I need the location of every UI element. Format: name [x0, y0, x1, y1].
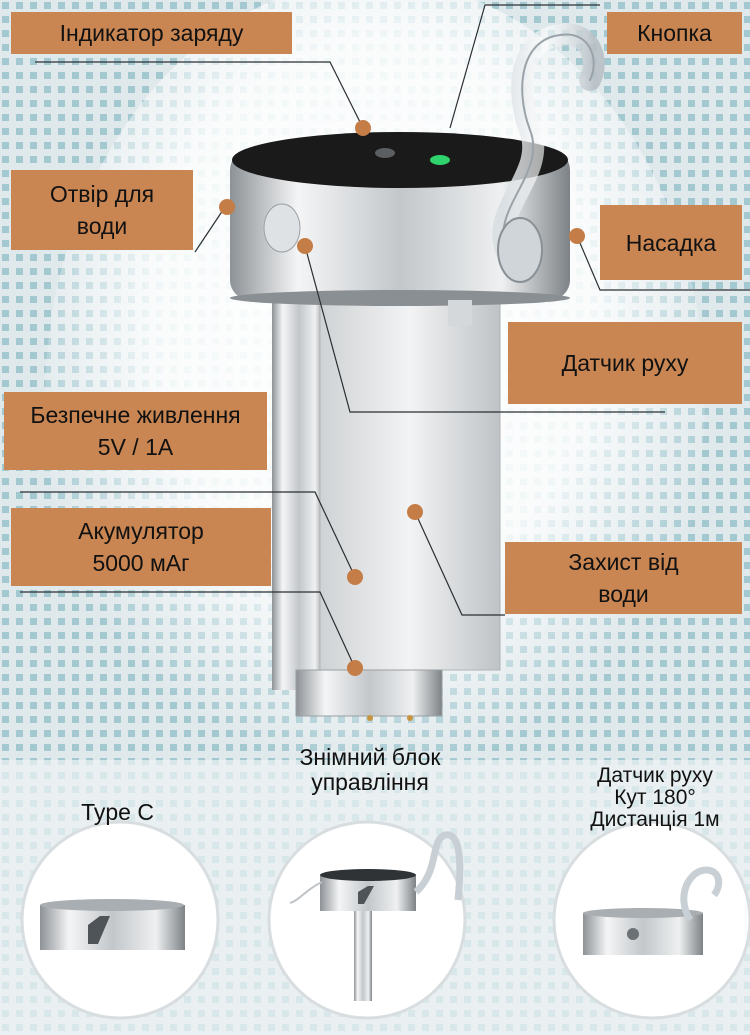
leader-lines [20, 4, 750, 669]
label-charge-indicator: Індикатор заряду [11, 12, 292, 54]
caption-detachable-unit: Знімний блок управління [299, 744, 441, 795]
label-water-hole: Отвір для води [11, 170, 193, 250]
caption-type-c: Type C [81, 799, 154, 825]
detail-circle-control-unit [267, 820, 467, 1020]
detail-circle-sensor [552, 820, 750, 1020]
label-water-protection: Захист від води [505, 542, 742, 614]
battery-body [272, 280, 501, 721]
label-motion-sensor: Датчик руху [508, 322, 742, 404]
nozzle-tube [492, 23, 605, 283]
callout-dots [219, 120, 585, 676]
caption-motion-sensor-spec: Датчик руху Кут 180° Дистанція 1м [590, 764, 720, 831]
label-safe-power: Безпечне живлення 5V / 1A [4, 392, 267, 470]
detail-circle-type-c [20, 820, 220, 1020]
control-head [230, 132, 570, 326]
label-button: Кнопка [607, 12, 742, 54]
label-nozzle: Насадка [600, 205, 742, 280]
label-battery: Акумулятор 5000 мАг [11, 508, 271, 586]
